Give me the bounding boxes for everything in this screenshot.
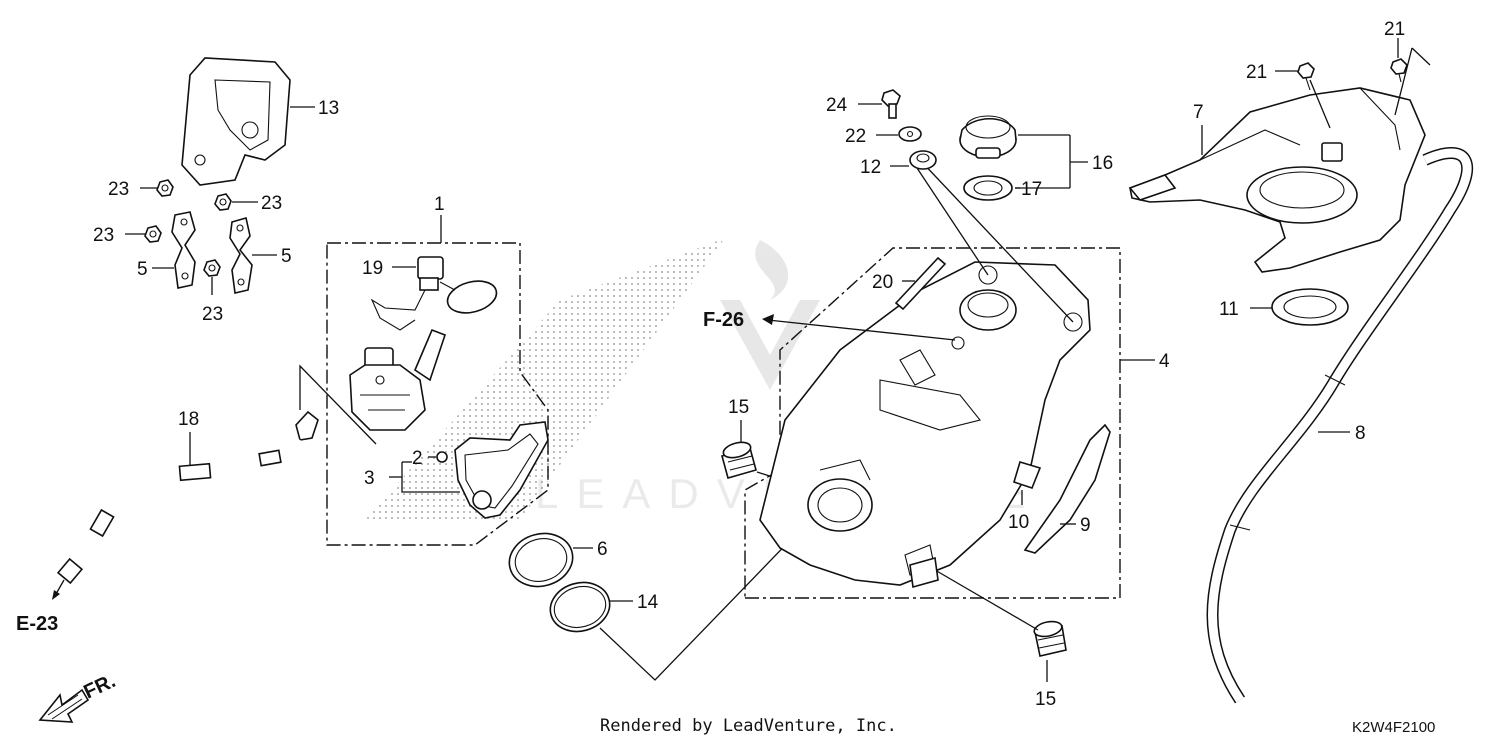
fuel-pump-group-box [326,242,549,546]
callout-14: 14 [637,592,659,613]
callout-22: 22 [845,126,866,147]
part-23-nut-top-right[interactable] [214,193,232,211]
callout-6: 6 [597,539,608,560]
ref-f26[interactable]: F-26 [703,309,744,331]
callout-5-b: 5 [281,246,292,267]
part-4-fuel-tank[interactable] [759,261,1091,589]
part-12-grommet[interactable] [909,150,937,170]
part-18-harness[interactable] [56,410,319,585]
callout-8: 8 [1355,423,1366,444]
callout-10: 10 [1008,512,1029,533]
fuel-tank-group-box [744,247,1121,599]
part-19-fuel-sensor[interactable] [370,256,500,331]
part-14-o-ring[interactable] [545,576,615,638]
part-15-rubber-right[interactable] [1033,619,1067,657]
callout-2: 2 [412,448,423,469]
part-8-drain-tube[interactable] [1206,147,1474,704]
callout-16: 16 [1092,153,1113,174]
part-5-bracket-left[interactable] [171,211,196,289]
part-1-fuel-pump[interactable] [349,328,447,431]
part-21-clip-left[interactable] [1297,62,1315,91]
callout-12: 12 [860,157,881,178]
callout-9: 9 [1080,515,1091,536]
callout-4: 4 [1159,351,1170,372]
part-6-packing[interactable] [503,527,578,594]
callout-18: 18 [178,409,199,430]
ref-e23[interactable]: E-23 [16,613,58,635]
callout-21-a: 21 [1246,62,1267,83]
part-24-bolt[interactable] [881,89,901,119]
f26-arrow-icon [762,314,774,325]
part-17-cap-seal[interactable] [963,175,1013,201]
part-11-seal[interactable] [1271,288,1349,326]
footer-rendered-by: Rendered by LeadVenture, Inc. [600,716,897,736]
callout-5-a: 5 [137,259,148,280]
callout-1: 1 [434,194,445,215]
part-7-tank-tray[interactable] [1128,87,1426,273]
part-5-bracket-right[interactable] [229,216,253,294]
callout-23-d: 23 [202,304,223,325]
callout-15-b: 15 [1035,689,1056,710]
part-20-tube[interactable] [894,256,947,311]
callout-15-a: 15 [728,397,749,418]
callout-23-c: 23 [93,225,114,246]
callout-24: 24 [826,95,848,116]
callout-19: 19 [362,258,383,279]
part-13-cover[interactable] [181,57,291,186]
callout-17: 17 [1021,179,1042,200]
callout-21-b: 21 [1384,19,1405,40]
part-23-nut-top-left[interactable] [156,179,174,197]
part-2-seal[interactable] [436,451,448,463]
part-22-washer[interactable] [898,126,922,142]
callout-7: 7 [1193,102,1204,123]
e23-arrow-icon [52,590,60,600]
callout-3: 3 [364,468,375,489]
callout-23-b: 23 [261,193,282,214]
part-21-clip-right[interactable] [1390,58,1408,83]
front-arrow-icon [38,688,90,723]
part-10-label[interactable] [1013,461,1042,489]
callout-11: 11 [1219,299,1239,320]
callout-23-a: 23 [108,179,129,200]
part-15-rubber-left[interactable] [721,440,757,479]
callout-20: 20 [872,272,893,293]
part-9-protector[interactable] [1023,423,1111,554]
part-23-nut-mid-left[interactable] [144,225,162,243]
part-3-fuel-filter[interactable] [454,421,549,519]
part-16-fuel-cap[interactable] [959,115,1017,159]
part-23-nut-bottom[interactable] [203,259,221,277]
diagram-code: K2W4F2100 [1352,719,1436,736]
callout-13: 13 [318,98,339,119]
